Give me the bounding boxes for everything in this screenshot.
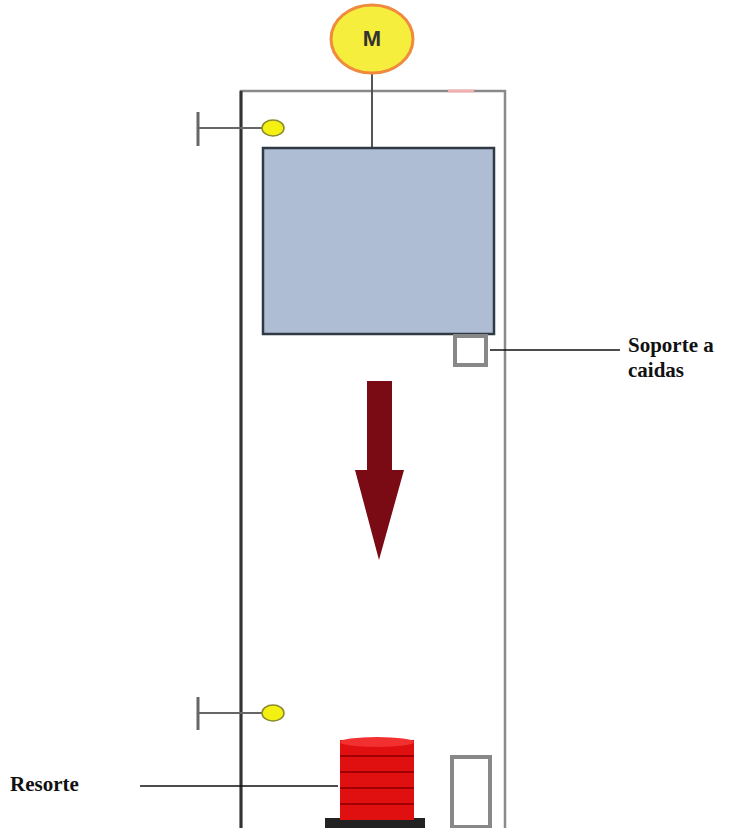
sensor-mount [198, 712, 262, 714]
limit-sensor [262, 120, 284, 136]
part-label: Soporte a caidas [628, 333, 746, 383]
down-arrow [355, 381, 404, 560]
motor-label: M [363, 26, 381, 52]
spring [340, 737, 414, 820]
elevator-shaft [241, 91, 505, 828]
elevator-cabin [263, 148, 494, 334]
motor-circle: M [329, 3, 415, 75]
bottom-stop [452, 757, 490, 827]
cable [371, 74, 373, 148]
part-label: Resorte [10, 772, 138, 797]
sensor-mount [198, 127, 262, 129]
leader-line [140, 785, 338, 787]
leader-line [490, 349, 620, 351]
shaft-wall [240, 91, 243, 828]
shaft-mark [448, 90, 474, 93]
fall-support [455, 336, 486, 365]
limit-sensor [262, 705, 284, 721]
